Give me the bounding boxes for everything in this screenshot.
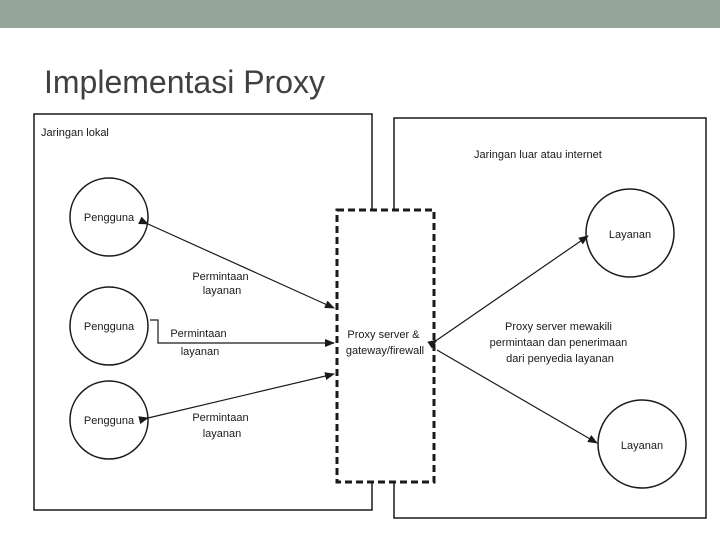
proxy-description-line-3: dari penyedia layanan [506,353,614,365]
proxy-label-line-1: Proxy server & [347,329,420,341]
request-label-1: Permintaan layanan [192,271,251,297]
request-label-2-line-2: layanan [181,346,220,358]
top-bar [0,0,720,28]
user-label-2: Pengguna [84,321,135,333]
user-label-3: Pengguna [84,415,135,427]
request-label-3-line-2: layanan [203,428,242,440]
service-label-2: Layanan [621,440,663,452]
arrow-proxy-service1 [427,235,589,349]
request-label-1-line-1: Permintaan [192,271,248,283]
proxy-description-line-1: Proxy server mewakili [505,321,612,333]
service-label-1: Layanan [609,229,651,241]
proxy-server-box [335,208,436,484]
request-label-2-line-1: Permintaan [170,328,226,340]
proxy-label-line-2: gateway/firewall [346,345,424,357]
user-label-1: Pengguna [84,212,135,224]
external-network-label: Jaringan luar atau internet [474,149,602,161]
arrow-user1-proxy [138,216,335,309]
user-node-2 [69,286,149,366]
arrow-proxy-service2 [436,349,598,444]
request-label-3-line-1: Permintaan [192,412,248,424]
local-network-label: Jaringan lokal [41,127,109,139]
proxy-description-line-2: permintaan dan penerimaan [490,337,628,349]
slide-title: Implementasi Proxy [44,64,325,100]
proxy-description: Proxy server mewakili permintaan dan pen… [490,321,631,365]
arrow-user3-proxy [138,372,335,424]
request-label-1-line-2: layanan [203,285,242,297]
arrow-user2-proxy [150,319,335,347]
service-node-1 [585,188,675,278]
request-label-3: Permintaan layanan [192,412,251,440]
proxy-server-label: Proxy server & gateway/firewall [346,329,424,357]
service-node-2 [597,399,687,489]
request-label-2: Permintaan layanan [170,328,229,358]
